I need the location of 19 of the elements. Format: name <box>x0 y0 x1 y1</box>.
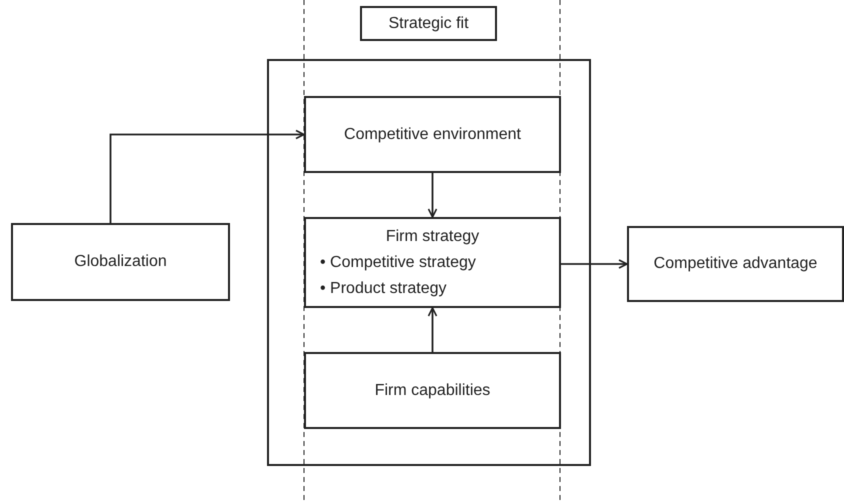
process-box <box>304 96 561 173</box>
box-label: Globalization <box>74 252 167 272</box>
process-box <box>360 6 497 41</box>
process-box <box>304 352 561 429</box>
box-heading: Firm strategy <box>386 226 480 246</box>
box-label: Competitive advantage <box>654 254 818 274</box>
container-box <box>267 59 591 466</box>
process-box <box>304 217 561 308</box>
process-box <box>11 223 230 301</box>
arrow <box>428 307 438 352</box>
arrow <box>561 259 628 269</box>
arrow <box>110 130 305 223</box>
arrow <box>428 173 438 218</box>
box-label: Firm capabilities <box>374 380 490 400</box>
bullet-item: • Product strategy <box>319 278 447 298</box>
process-box <box>627 226 844 302</box>
box-label: Competitive environment <box>344 124 521 144</box>
box-label: Strategic fit <box>388 14 469 34</box>
bullet-item: • Competitive strategy <box>319 252 476 272</box>
